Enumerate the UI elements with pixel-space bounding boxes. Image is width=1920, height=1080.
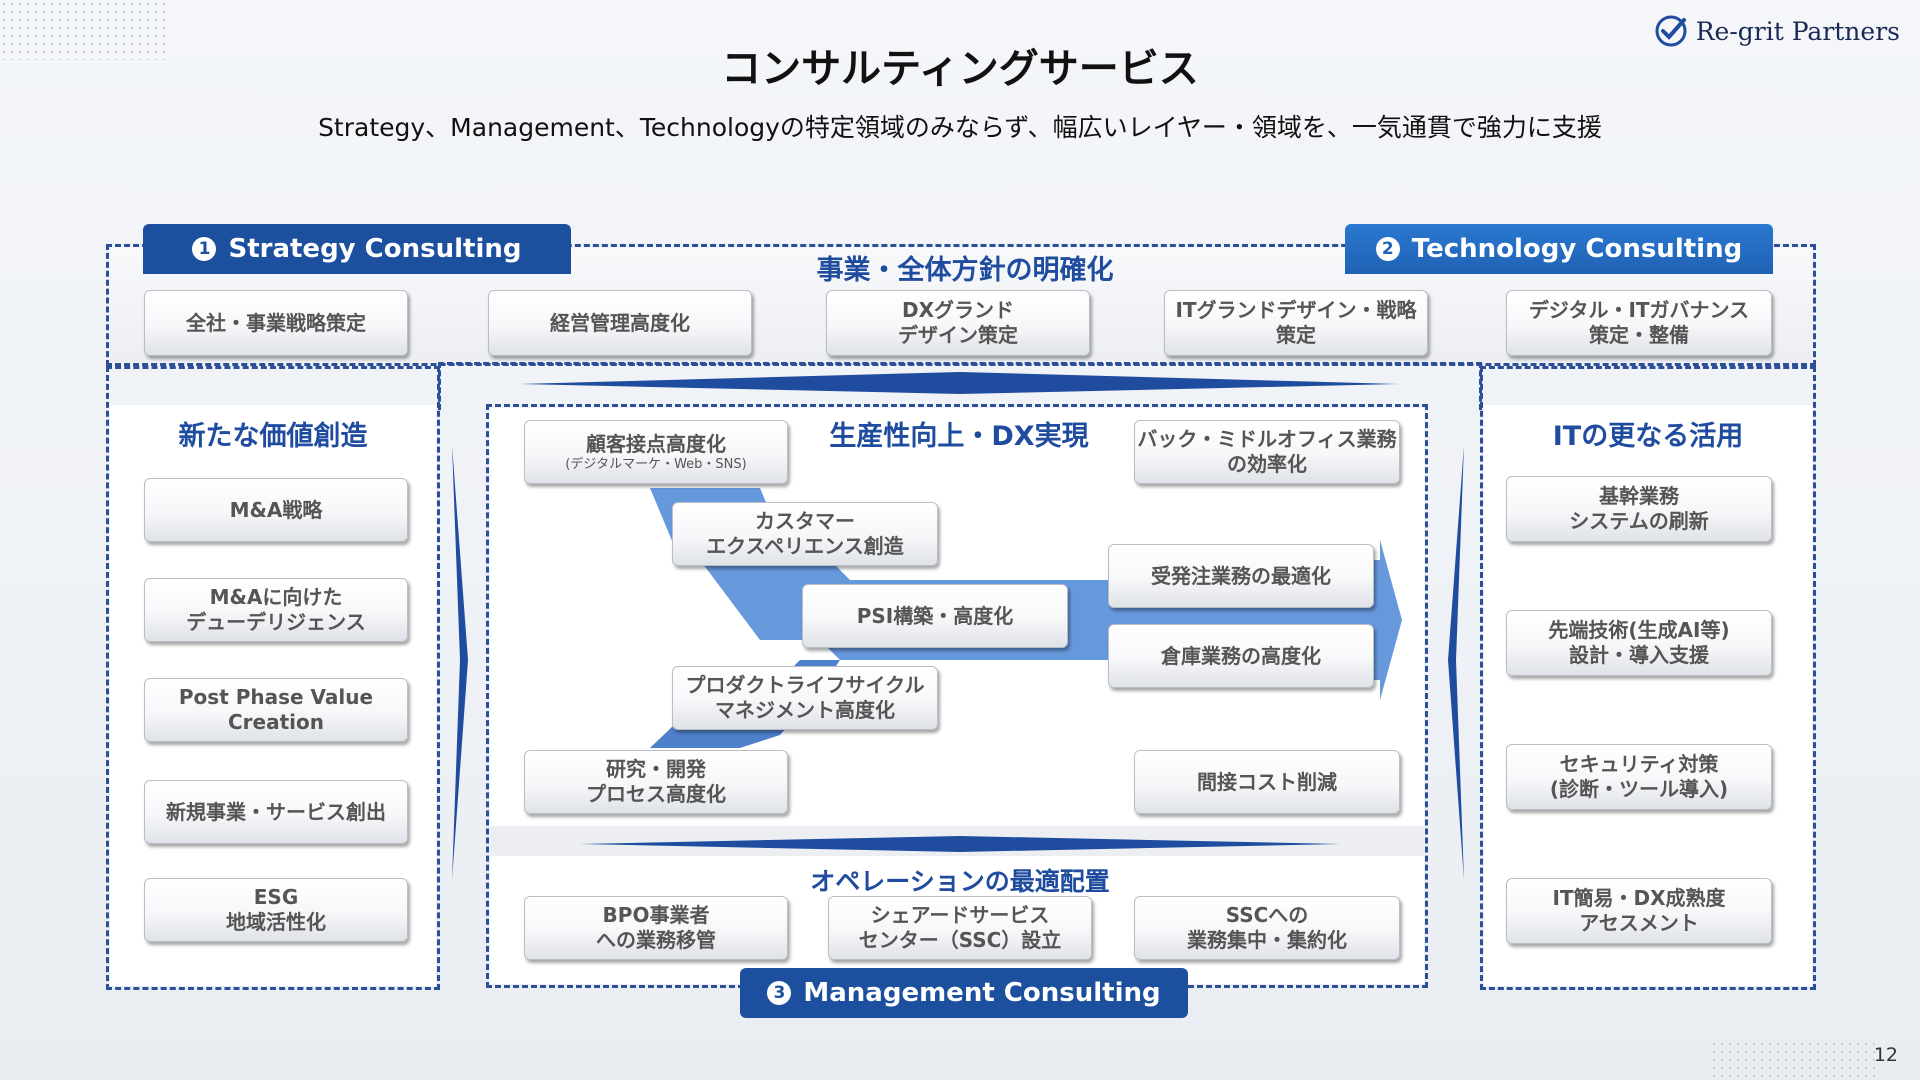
operation-item-0: BPO事業者 への業務移管 bbox=[524, 896, 788, 960]
decorative-dots-top-left bbox=[0, 0, 170, 60]
center-customer-box: 顧客接点高度化 (デジタルマーケ・Web・SNS) bbox=[524, 420, 788, 484]
checkmark-badge-icon bbox=[1655, 15, 1687, 47]
center-indirect-box: 間接コスト削減 bbox=[1134, 750, 1400, 814]
tab-strategy-consulting[interactable]: 1 Strategy Consulting bbox=[143, 224, 571, 274]
left-item-1: M&Aに向けた デューデリジェンス bbox=[144, 578, 408, 642]
right-item-2: セキュリティ対策 (診断・ツール導入) bbox=[1506, 744, 1772, 810]
left-item-3: 新規事業・サービス創出 bbox=[144, 780, 408, 844]
right-column-frame bbox=[1480, 366, 1816, 990]
top-item-2: DXグランド デザイン策定 bbox=[826, 290, 1090, 356]
tab-management-label: Management Consulting bbox=[803, 978, 1161, 1008]
tab-strategy-label: Strategy Consulting bbox=[228, 234, 522, 264]
page-subtitle: Strategy、Management、Technologyの特定領域のみならず… bbox=[318, 113, 1602, 142]
center-back-office-box: バック・ミドルオフィス業務 の効率化 bbox=[1134, 420, 1400, 484]
left-chevron bbox=[452, 445, 468, 880]
top-section-title: 事業・全体方針の明確化 bbox=[816, 255, 1114, 286]
center-upper-frame bbox=[438, 362, 1482, 410]
right-section-title: ITの更なる活用 bbox=[1552, 421, 1744, 452]
top-item-4: デジタル・ITガバナンス 策定・整備 bbox=[1506, 290, 1772, 356]
right-chevron bbox=[1448, 445, 1464, 880]
center-customer-sub: (デジタルマーケ・Web・SNS) bbox=[565, 457, 747, 472]
brand-logo: Re-grit Partners bbox=[1654, 14, 1900, 48]
page-number: 12 bbox=[1873, 1044, 1898, 1066]
center-cx-box: カスタマー エクスペリエンス創造 bbox=[672, 502, 938, 566]
center-order-box: 受発注業務の最適化 bbox=[1108, 544, 1374, 608]
operation-item-1: シェアードサービス センター（SSC）設立 bbox=[828, 896, 1092, 960]
tab-technology-label: Technology Consulting bbox=[1411, 234, 1743, 264]
center-warehouse-box: 倉庫業務の高度化 bbox=[1108, 624, 1374, 688]
center-customer-main: 顧客接点高度化 bbox=[586, 432, 726, 456]
left-item-4: ESG 地域活性化 bbox=[144, 878, 408, 942]
right-item-3: IT簡易・DX成熟度 アセスメント bbox=[1506, 878, 1772, 944]
top-item-1: 経営管理高度化 bbox=[488, 290, 752, 356]
tab-technology-consulting[interactable]: 2 Technology Consulting bbox=[1345, 224, 1773, 274]
top-lens-line bbox=[520, 372, 1400, 394]
operation-section-title: オペレーションの最適配置 bbox=[810, 867, 1110, 896]
tab-technology-number: 2 bbox=[1375, 237, 1400, 261]
left-item-2: Post Phase Value Creation bbox=[144, 678, 408, 742]
center-plm-box: プロダクトライフサイクル マネジメント高度化 bbox=[672, 666, 938, 730]
top-item-3: ITグランドデザイン・戦略 策定 bbox=[1164, 290, 1428, 356]
tab-strategy-number: 1 bbox=[192, 237, 217, 261]
right-item-0: 基幹業務 システムの刷新 bbox=[1506, 476, 1772, 542]
top-item-0: 全社・事業戦略策定 bbox=[144, 290, 408, 356]
center-section-title: 生産性向上・DX実現 bbox=[829, 421, 1089, 452]
decorative-dots-bottom-right bbox=[1710, 1040, 1880, 1080]
brand-name: Re-grit Partners bbox=[1695, 16, 1900, 46]
page-title: コンサルティングサービス bbox=[721, 46, 1199, 92]
center-rnd-box: 研究・開発 プロセス高度化 bbox=[524, 750, 788, 814]
operation-item-2: SSCへの 業務集中・集約化 bbox=[1134, 896, 1400, 960]
tab-management-consulting[interactable]: 3 Management Consulting bbox=[740, 968, 1188, 1018]
left-section-title: 新たな価値創造 bbox=[178, 421, 368, 452]
mid-lens-line bbox=[580, 836, 1340, 852]
center-psi-box: PSI構築・高度化 bbox=[802, 584, 1068, 648]
right-item-1: 先端技術(生成AI等) 設計・導入支援 bbox=[1506, 610, 1772, 676]
left-column-frame bbox=[106, 366, 440, 990]
tab-management-number: 3 bbox=[767, 981, 792, 1005]
left-item-0: M&A戦略 bbox=[144, 478, 408, 542]
